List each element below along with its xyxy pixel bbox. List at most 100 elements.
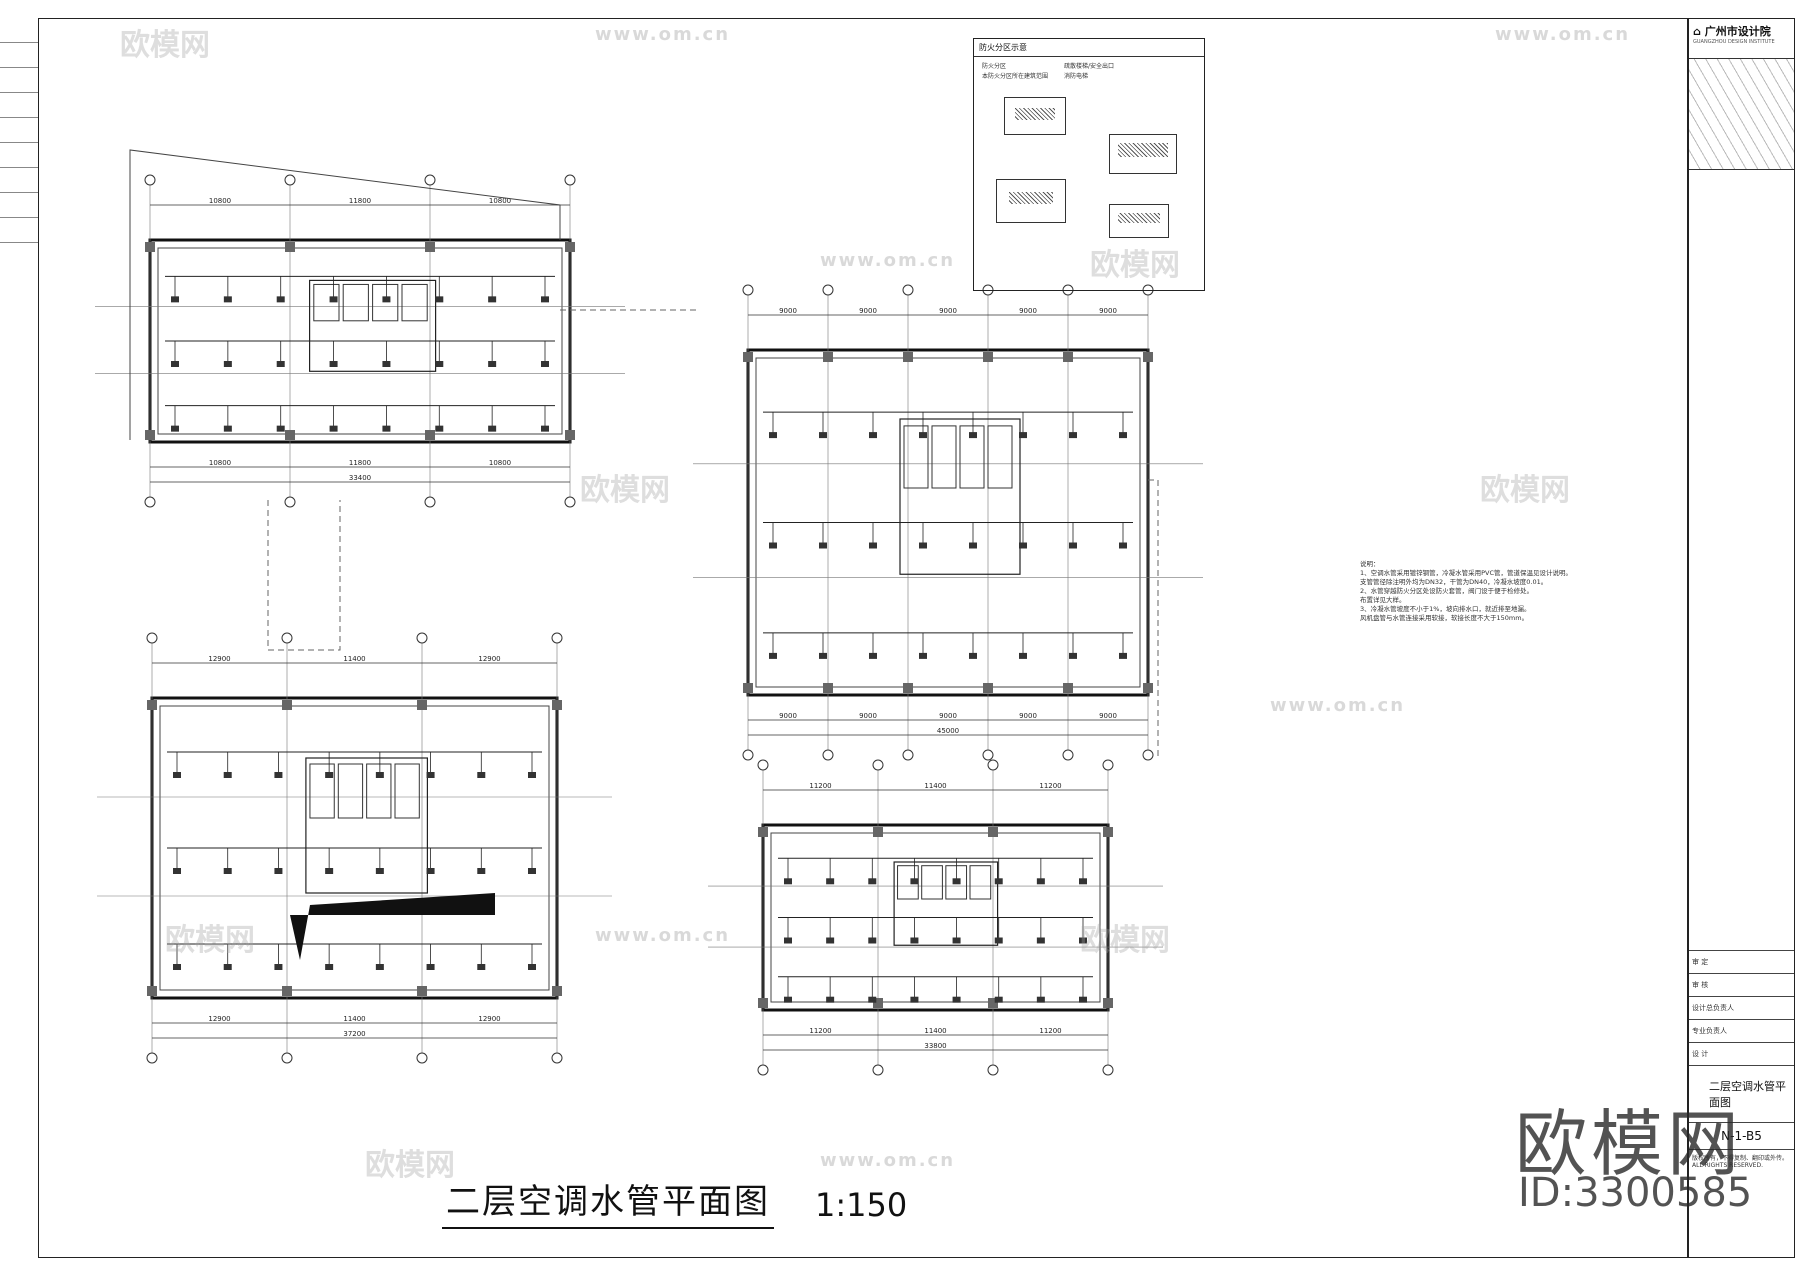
fan-coil-unit (173, 964, 181, 970)
floor-plan-inner-wall (770, 832, 1101, 1003)
dimension-total-label: 33800 (924, 1042, 946, 1050)
dimension-label: 10800 (209, 197, 231, 205)
column (1063, 683, 1073, 693)
watermark-url: www.om.cn (820, 1150, 956, 1171)
fan-coil-unit (325, 868, 334, 874)
house-icon: ⌂ (1693, 25, 1701, 38)
axis-bubble (1062, 749, 1074, 761)
fan-coil-unit (276, 425, 285, 432)
column (983, 683, 993, 693)
fan-coil-unit (223, 361, 232, 367)
fan-coil-unit (910, 878, 919, 885)
fan-coil-unit (1036, 878, 1045, 885)
dimension-label: 9000 (859, 307, 877, 315)
fan-coil-unit (784, 878, 792, 885)
fan-coil-unit (477, 868, 486, 874)
column (758, 827, 768, 837)
dimension-label: 9000 (939, 712, 957, 720)
watermark: 欧模网 (580, 473, 670, 508)
fan-coil-unit (173, 868, 181, 874)
fan-coil-unit (274, 772, 283, 778)
axis-bubble (551, 1052, 563, 1064)
column (1143, 683, 1153, 693)
column (1103, 998, 1113, 1008)
fan-coil-unit (435, 361, 444, 367)
elevator-shaft (309, 763, 335, 819)
floor-plan-inner-wall (157, 247, 563, 435)
dimension-label: 11200 (1039, 1027, 1061, 1035)
drawing-frame (38, 18, 1688, 1258)
column (282, 700, 292, 710)
fan-coil-unit (826, 996, 835, 1003)
axis-bubble (416, 1052, 428, 1064)
building-core (305, 757, 428, 894)
column (425, 242, 435, 252)
fan-coil-unit (919, 432, 927, 439)
column (145, 430, 155, 440)
note-line: 支管管径除注明外均为DN32，干管为DN40，冷凝水坡度0.01。 (1360, 578, 1548, 586)
institute-name: 广州市设计院 (1704, 25, 1771, 38)
axis-bubble (822, 284, 834, 296)
fan-coil-unit (1019, 432, 1027, 439)
fan-coil-unit (868, 937, 877, 944)
fan-coil-unit (1079, 878, 1087, 885)
axis-bubble (987, 1064, 999, 1076)
dimension-label: 9000 (1099, 307, 1117, 315)
column (565, 430, 575, 440)
tb-row: 审 定 (1689, 951, 1794, 974)
elevator-shaft (931, 425, 957, 489)
fan-coil-unit (541, 425, 549, 432)
elevator-shaft (394, 763, 420, 819)
column (565, 242, 575, 252)
axis-bubble (757, 759, 769, 771)
fan-coil-unit (819, 542, 827, 549)
fan-coil-unit (826, 937, 835, 944)
fan-coil-unit (868, 878, 877, 885)
column (145, 242, 155, 252)
fan-coil-unit (1119, 542, 1127, 549)
dimension-label: 9000 (859, 712, 877, 720)
dimension-label: 11400 (924, 1027, 946, 1035)
fan-coil-unit (1069, 542, 1077, 549)
column (282, 986, 292, 996)
elevator-shaft (401, 283, 428, 322)
watermark-url: www.om.cn (595, 925, 731, 946)
dimension-label: 9000 (779, 712, 797, 720)
fan-coil-unit (375, 772, 384, 778)
elevator-shaft (921, 865, 943, 900)
dimension-label: 12900 (208, 1015, 230, 1023)
column (417, 700, 427, 710)
fire-zone-legend: 防火分区示意 防火分区 本防火分区所在建筑范围 疏散楼梯/安全出口 消防电梯 (973, 38, 1205, 291)
fan-coil-unit (171, 296, 179, 303)
axis-bubble (424, 174, 436, 186)
watermark-url: www.om.cn (1270, 695, 1406, 716)
fan-coil-unit (329, 425, 338, 432)
fire-zone-boundary (267, 309, 1159, 760)
fan-coil-unit (1069, 652, 1077, 659)
watermark-url: www.om.cn (820, 250, 956, 271)
fan-coil-unit (435, 425, 444, 432)
fan-coil-unit (1036, 937, 1045, 944)
fan-coil-unit (969, 542, 977, 549)
fan-coil-unit (276, 361, 285, 367)
dimension-label: 11400 (343, 655, 365, 663)
fan-coil-unit (276, 296, 285, 303)
axis-bubble (146, 1052, 158, 1064)
drawing-number: N-1-B5 (1689, 1123, 1794, 1150)
fan-coil-unit (274, 868, 283, 874)
fan-coil-unit (769, 432, 777, 439)
floor-plan-inner-wall (755, 357, 1141, 688)
axis-bubble (872, 759, 884, 771)
fan-coil-unit (173, 772, 181, 778)
watermark-brand-large: 欧模网 (1515, 1102, 1744, 1186)
axis-bubble (982, 749, 994, 761)
axis-bubble (564, 496, 576, 508)
elevator-shaft (366, 763, 392, 819)
legend-item: 消防电梯 (1064, 73, 1089, 80)
axis-bubble (902, 749, 914, 761)
key-plan (1689, 59, 1794, 170)
building-core (899, 418, 1021, 575)
fan-coil-unit (919, 542, 927, 549)
fan-coil-unit (329, 296, 338, 303)
